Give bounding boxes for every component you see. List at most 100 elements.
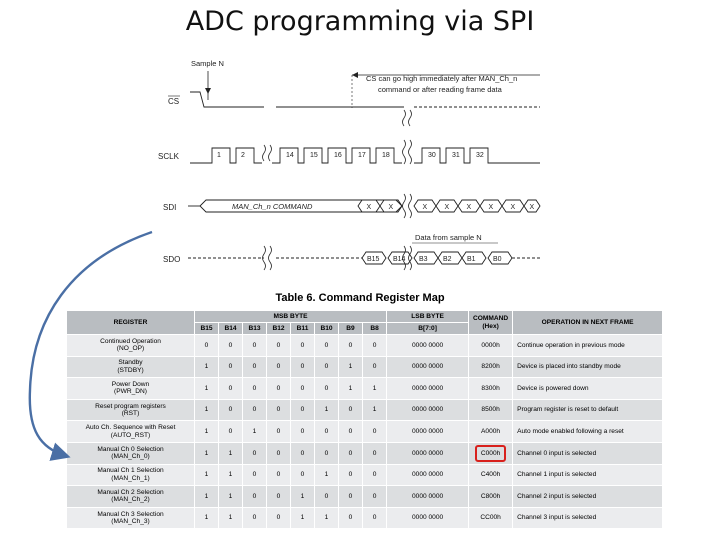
bit-cell: 1 [194, 441, 219, 465]
sdo-bit-label: B2 [443, 256, 452, 263]
bit-cell: 1 [314, 463, 339, 487]
sdo-bit-label: B15 [367, 256, 380, 263]
bit-cell: 0 [361, 463, 388, 487]
operation-cell: Device is powered down [512, 377, 664, 400]
bit-cell: 0 [242, 398, 267, 422]
header-command-label: COMMAND [472, 315, 509, 322]
operation-cell: Channel 3 input is selected [512, 506, 664, 530]
sdi-x-label: X [389, 204, 394, 211]
header-bit: B10 [314, 322, 339, 335]
sclk-clock-number: 32 [476, 152, 484, 159]
sdo-break-1 [262, 245, 272, 271]
sdi-command-label: MAN_Ch_n COMMAND [232, 202, 313, 211]
sdi-signal-label: SDI [163, 203, 176, 212]
bit-cell: 1 [218, 485, 243, 508]
bit-cell: 1 [194, 398, 219, 422]
bit-cell: 0 [266, 485, 291, 508]
bit-cell: 0 [242, 463, 267, 487]
bit-cell: 0 [266, 377, 291, 400]
lsb-cell: 0000 0000 [386, 334, 470, 357]
sclk-clock-number: 1 [217, 152, 221, 159]
cs-waveform-a [190, 91, 264, 108]
sdo-bit-label: B1 [467, 256, 476, 263]
register-mnemonic: (PWR_DN) [114, 388, 147, 396]
command-register-table: REGISTER MSB BYTE LSB BYTE COMMAND (Hex)… [66, 310, 664, 530]
header-lsb-bits: B[7:0] [386, 322, 470, 335]
sdi-x-label: X [445, 204, 450, 211]
lsb-cell: 0000 0000 [386, 355, 470, 379]
lsb-cell: 0000 0000 [386, 398, 470, 422]
sclk-clock-number: 16 [334, 152, 342, 159]
bit-cell: 0 [361, 355, 388, 379]
operation-cell: Channel 1 input is selected [512, 463, 664, 487]
command-cell: C400h [468, 463, 514, 487]
bit-cell: 1 [338, 377, 363, 400]
bit-cell: 0 [242, 485, 267, 508]
bit-cell: 0 [266, 441, 291, 465]
command-cell: 0000h [468, 334, 514, 357]
sdo-signal-label: SDO [163, 255, 180, 264]
bit-cell: 0 [266, 334, 291, 357]
register-name: Manual Ch 2 Selection [97, 488, 164, 496]
bit-cell: 0 [290, 441, 315, 465]
bit-cell: 0 [314, 485, 339, 508]
bit-cell: 1 [218, 463, 243, 487]
register-mnemonic: (MAN_Ch_3) [111, 518, 150, 526]
sclk-clock-number: 15 [310, 152, 318, 159]
sdo-bit-cell [387, 251, 413, 265]
bit-cell: 0 [290, 377, 315, 400]
lsb-cell: 0000 0000 [386, 441, 470, 465]
sdo-bit-label: B3 [419, 256, 428, 263]
bit-cell: 1 [338, 355, 363, 379]
cs-note-line1: CS can go high immediately after MAN_Ch_… [366, 74, 517, 83]
register-name: Auto Ch. Sequence with Reset [85, 424, 176, 432]
operation-cell: Program register is reset to default [512, 398, 664, 422]
bit-cell: 0 [242, 441, 267, 465]
sclk-break-2 [402, 139, 412, 165]
register-cell: Reset program registers(RST) [66, 398, 195, 422]
header-bit: B14 [218, 322, 243, 335]
operation-cell: Device is placed into standby mode [512, 355, 664, 379]
bit-cell: 1 [290, 485, 315, 508]
cs-note-line2: command or after reading frame data [378, 85, 503, 94]
bit-cell: 0 [338, 334, 363, 357]
bit-cell: 0 [194, 334, 219, 357]
register-cell: Manual Ch 1 Selection(MAN_Ch_1) [66, 463, 195, 487]
header-bit: B15 [194, 322, 219, 335]
bit-cell: 0 [338, 463, 363, 487]
register-name: Standby [118, 359, 143, 367]
sdi-x-cell [379, 199, 403, 213]
sclk-waveform-a [190, 147, 262, 164]
sdi-break [402, 193, 412, 219]
register-name: Manual Ch 1 Selection [97, 467, 164, 475]
cs-break [402, 109, 412, 127]
sdi-x-cell [523, 199, 541, 213]
sdi-x-label: X [530, 204, 535, 211]
command-cell: 8500h [468, 398, 514, 422]
bit-cell: 1 [194, 420, 219, 443]
bit-cell: 0 [266, 355, 291, 379]
data-note: Data from sample N [415, 233, 482, 242]
bit-cell: 1 [314, 506, 339, 530]
bit-cell: 0 [266, 463, 291, 487]
bit-cell: 1 [218, 441, 243, 465]
sdi-x-label: X [467, 204, 472, 211]
header-bit: B13 [242, 322, 267, 335]
register-name: Power Down [111, 380, 150, 388]
sclk-waveform-b [272, 147, 402, 164]
register-mnemonic: (MAN_Ch_0) [111, 453, 150, 461]
bit-cell: 0 [290, 420, 315, 443]
bit-cell: 1 [194, 355, 219, 379]
bit-cell: 1 [361, 377, 388, 400]
register-mnemonic: (NO_OP) [116, 345, 145, 353]
sclk-signal-label: SCLK [158, 152, 180, 161]
operation-cell: Channel 0 input is selected [512, 441, 664, 465]
register-mnemonic: (AUTO_RST) [110, 431, 151, 439]
register-cell: Manual Ch 3 Selection(MAN_Ch_3) [66, 506, 195, 530]
bit-cell: 1 [242, 420, 267, 443]
sdi-x-label: X [489, 204, 494, 211]
